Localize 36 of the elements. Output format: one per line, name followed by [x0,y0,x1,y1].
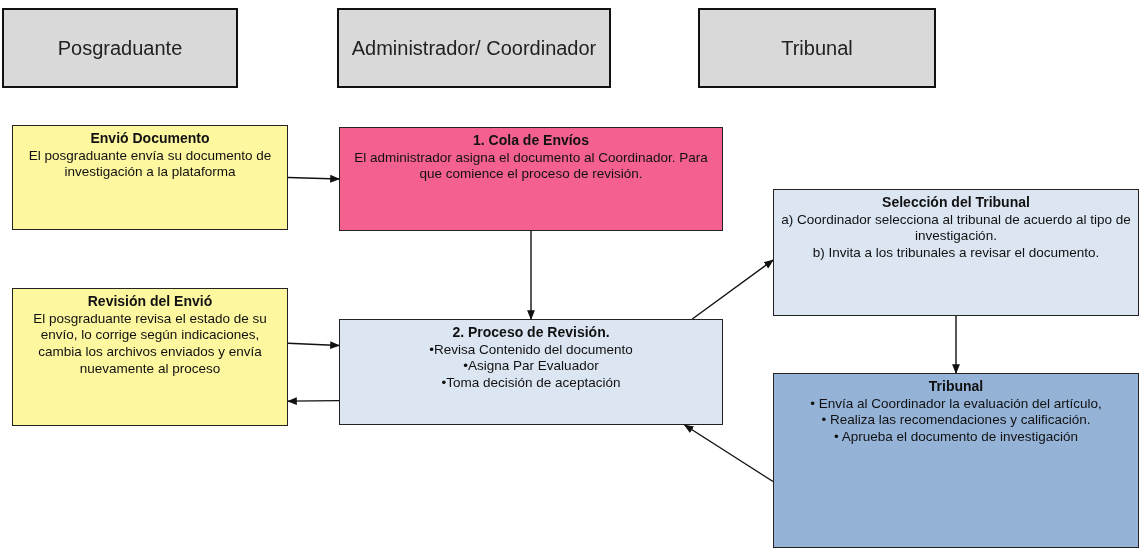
box-description: El posgraduante revisa el estado de su envío, lo corrige según indicaciones, cambia los archivos enviados y envía nuevamente al proceso [32,310,268,378]
process-box [339,319,723,425]
box-heading: Tribunal [928,378,984,396]
bullet-item: • Envía al Coordinador la evaluación del artículo, [810,395,1102,413]
lane-header [2,8,238,88]
bullet-item: •Revisa Contenido del documento [429,341,633,359]
lane-header [698,8,936,88]
arrow [691,259,774,320]
box-heading: 2. Proceso de Revisión. [452,324,610,342]
arrow [287,174,340,183]
lane-title: Posgraduante [57,36,183,61]
arrow [287,341,340,349]
bullet-item: •Asigna Par Evaluador [463,358,599,376]
box-heading: Selección del Tribunal [882,194,1030,212]
box-heading: Revisión del Envió [87,293,213,311]
process-box [12,125,288,230]
bullet-item: • Aprueba el documento de investigación [833,429,1079,447]
lane-title: Administrador/ Coordinador [351,36,597,61]
bullet-item: b) Invita a los tribunales a revisar el documento. [812,245,1100,263]
process-box [773,373,1139,548]
box-heading: Envió Documento [90,130,210,148]
bullet-item: a) Coordinador selecciona al tribunal de acuerdo al tipo de investigación. [780,211,1132,246]
arrow [527,230,535,320]
arrow [952,315,960,374]
process-box [339,127,723,231]
box-description: El administrador asigna el documento al Coordinador. Para que comience el proceso de revisión. [353,149,709,184]
box-heading: 1. Cola de Envíos [473,132,589,150]
arrow [683,424,774,483]
process-box [773,189,1139,316]
bullet-item: •Toma decisión de aceptación [441,375,621,393]
bullet-item: • Realiza las recomendaciones y calificación. [821,412,1091,430]
arrow [287,397,340,405]
lane-title: Tribunal [781,36,853,61]
lane-header [337,8,611,88]
box-description: El posgraduante envía su documento de investigación a la plataforma [27,147,273,182]
process-box [12,288,288,426]
